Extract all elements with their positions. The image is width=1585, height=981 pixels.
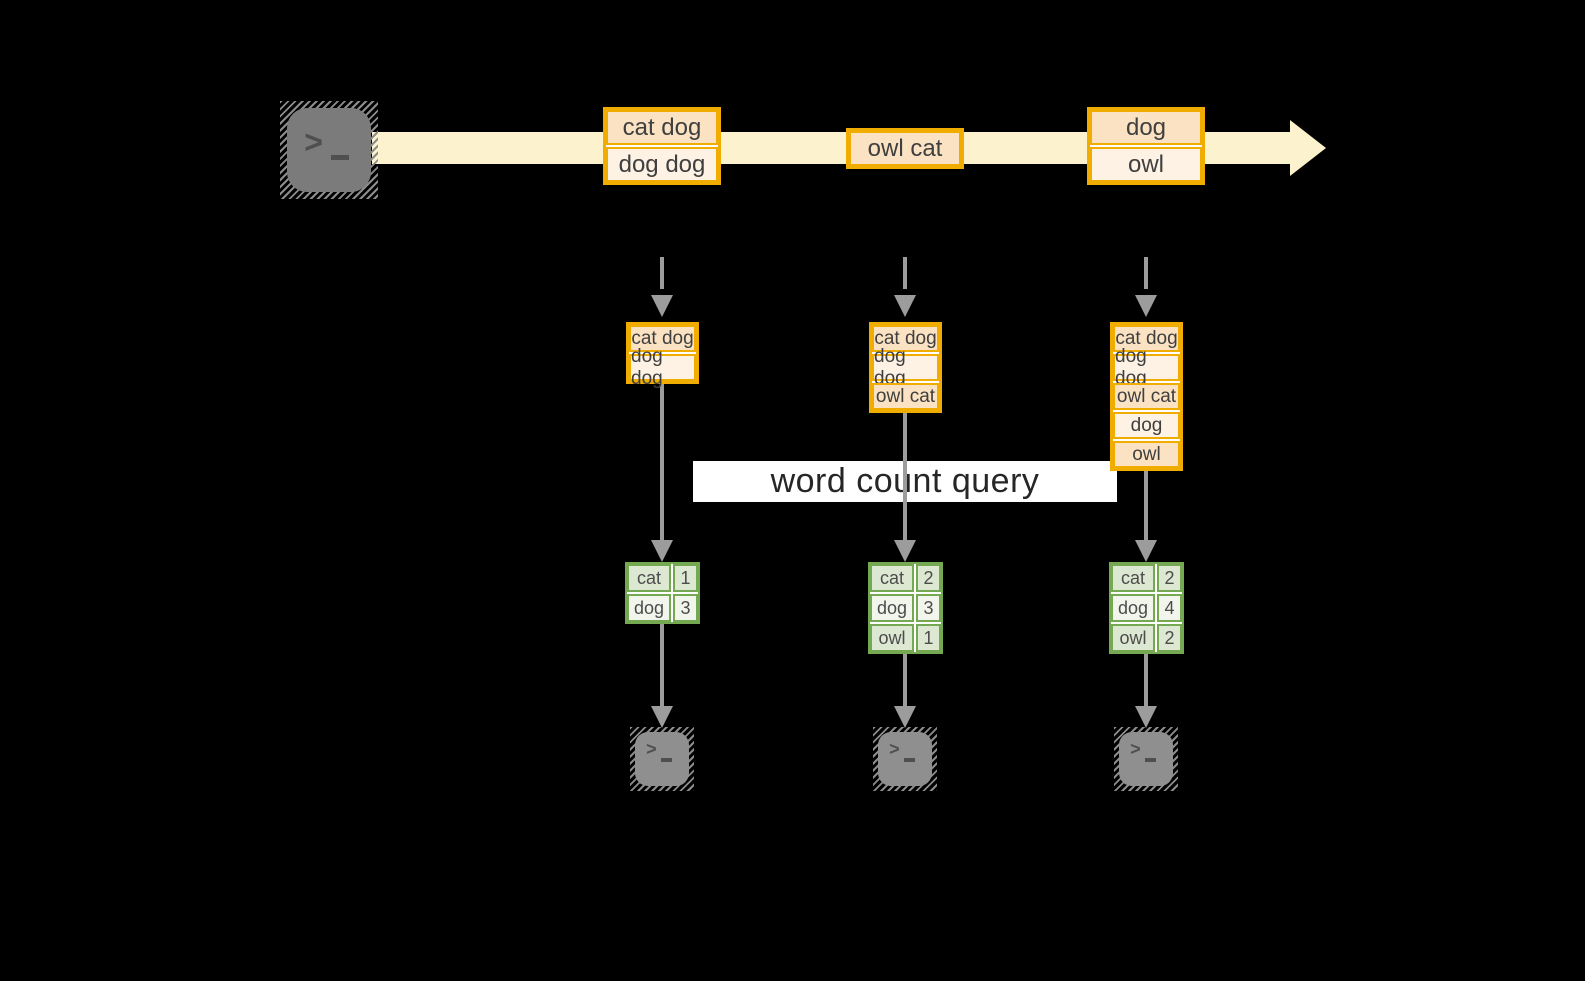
input-buffer-1: cat dog dog dog: [626, 322, 699, 389]
word-cell: dog: [1111, 594, 1155, 622]
buffer-row: cat dog: [629, 325, 696, 352]
prompt-chevron-icon: >: [1130, 741, 1141, 761]
output-arrow-line: [903, 654, 907, 706]
buffer-row: owl cat: [872, 383, 939, 410]
word-cell: owl: [1111, 624, 1155, 652]
buffer-row: dog: [1113, 412, 1180, 439]
terminal-icon: >: [1114, 727, 1178, 791]
dashed-arrow-line: [660, 257, 664, 289]
count-cell: 1: [916, 624, 941, 652]
output-arrow-line: [660, 624, 664, 706]
input-buffer-2: cat dog dog dog owl cat: [869, 322, 942, 413]
arrowhead-icon: [1135, 295, 1157, 317]
word-cell: dog: [627, 594, 671, 622]
buffer-row: owl: [1113, 441, 1180, 468]
word-cell: cat: [1111, 564, 1155, 592]
terminal-screen: >: [287, 108, 371, 192]
stream-record: dog: [1090, 110, 1202, 145]
word-count-table-3: cat 2 dog 4 owl 2: [1109, 562, 1184, 654]
terminal-screen: >: [878, 732, 932, 786]
prompt-cursor-icon: [1145, 758, 1156, 762]
count-cell: 2: [1157, 624, 1182, 652]
stream-record: owl cat: [849, 131, 961, 166]
arrowhead-icon: [1135, 706, 1157, 728]
stream-record: owl: [1090, 147, 1202, 182]
terminal-screen: >: [1119, 732, 1173, 786]
word-count-table-2: cat 2 dog 3 owl 1: [868, 562, 943, 654]
arrowhead-icon: [651, 706, 673, 728]
terminal-icon: >: [873, 727, 937, 791]
count-cell: 4: [1157, 594, 1182, 622]
arrowhead-icon: [651, 295, 673, 317]
word-cell: owl: [870, 624, 914, 652]
prompt-chevron-icon: >: [646, 741, 657, 761]
terminal-icon: >: [630, 727, 694, 791]
prompt-cursor-icon: [904, 758, 915, 762]
prompt-chevron-icon: >: [889, 741, 900, 761]
arrowhead-icon: [1135, 540, 1157, 562]
prompt-cursor-icon: [661, 758, 672, 762]
arrowhead-icon: [894, 295, 916, 317]
count-cell: 3: [673, 594, 698, 622]
buffer-row: cat dog: [1113, 325, 1180, 352]
stream-record-batch-2: owl cat: [846, 128, 964, 169]
buffer-row: cat dog: [872, 325, 939, 352]
stream-record-batch-3: dog owl: [1087, 107, 1205, 185]
word-cell: cat: [870, 564, 914, 592]
count-cell: 2: [1157, 564, 1182, 592]
buffer-row: owl cat: [1113, 383, 1180, 410]
arrowhead-icon: [894, 540, 916, 562]
terminal-screen: >: [635, 732, 689, 786]
arrowhead-icon: [651, 540, 673, 562]
word-count-table-1: cat 1 dog 3: [625, 562, 700, 624]
arrowhead-icon: [894, 706, 916, 728]
query-arrow-line: [903, 413, 907, 540]
word-cell: dog: [870, 594, 914, 622]
stream-arrowhead-icon: [1290, 120, 1326, 176]
stream-record: cat dog: [606, 110, 718, 145]
query-arrow-line: [1144, 471, 1148, 540]
stream-record: dog dog: [606, 147, 718, 182]
buffer-row: dog dog: [872, 346, 939, 389]
count-cell: 1: [673, 564, 698, 592]
word-cell: cat: [627, 564, 671, 592]
terminal-icon: >: [280, 101, 378, 199]
query-arrow-line: [660, 384, 664, 540]
buffer-row: dog dog: [629, 346, 696, 389]
dashed-arrow-line: [903, 257, 907, 289]
input-buffer-3: cat dog dog dog owl cat dog owl: [1110, 322, 1183, 471]
dashed-arrow-line: [1144, 257, 1148, 289]
prompt-chevron-icon: >: [304, 126, 324, 163]
prompt-cursor-icon: [331, 155, 349, 160]
count-cell: 3: [916, 594, 941, 622]
count-cell: 2: [916, 564, 941, 592]
stream-record-batch-1: cat dog dog dog: [603, 107, 721, 185]
output-arrow-line: [1144, 654, 1148, 706]
buffer-row: dog dog: [1113, 346, 1180, 389]
